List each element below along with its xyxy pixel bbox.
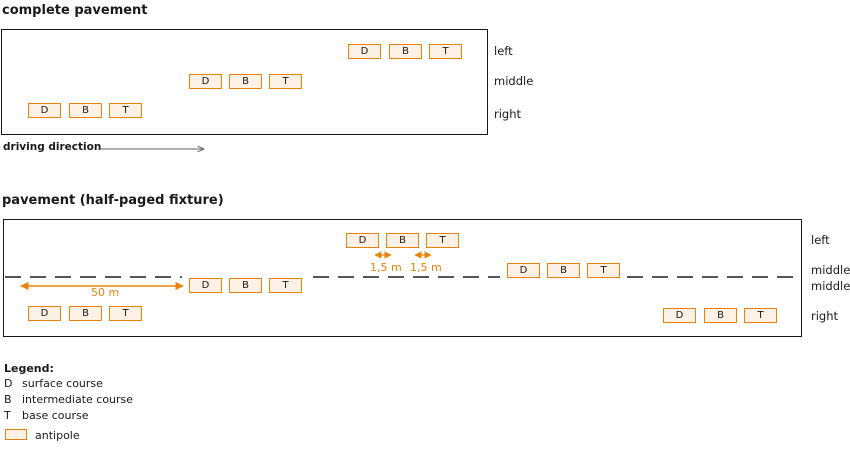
block-t: T xyxy=(269,278,302,293)
legend-key: B xyxy=(4,393,12,406)
lane-label-right: right xyxy=(494,107,522,121)
block-t: T xyxy=(109,306,142,321)
block-b: B xyxy=(386,233,419,248)
lane-label-left: left xyxy=(811,233,830,247)
legend-text: base course xyxy=(22,409,89,422)
block-d: D xyxy=(28,103,61,118)
diagram2-frame xyxy=(3,219,802,337)
block-b: B xyxy=(229,74,262,89)
block-t: T xyxy=(269,74,302,89)
dimension-label-1-5m: 1,5 m xyxy=(370,261,402,274)
lane-label-middle: middle xyxy=(811,263,850,277)
block-b: B xyxy=(229,278,262,293)
block-b: B xyxy=(389,44,422,59)
driving-direction-label: driving direction xyxy=(3,141,102,153)
block-t: T xyxy=(587,263,620,278)
legend-key: T xyxy=(4,409,11,422)
lane-label-middle: middle xyxy=(494,74,534,88)
legend-antipole-swatch xyxy=(5,429,27,440)
legend-text: surface course xyxy=(22,377,103,390)
block-d: D xyxy=(348,44,381,59)
block-d: D xyxy=(189,278,222,293)
block-d: D xyxy=(189,74,222,89)
block-t: T xyxy=(426,233,459,248)
dimension-label-1-5m: 1,5 m xyxy=(410,261,442,274)
lane-label-right: right xyxy=(811,309,839,323)
lane-label-left: left xyxy=(494,44,513,58)
block-t: T xyxy=(109,103,142,118)
diagram1-frame xyxy=(1,29,488,135)
diagram1-title: complete pavement xyxy=(2,3,148,18)
legend-key: D xyxy=(4,377,13,390)
block-b: B xyxy=(704,308,737,323)
block-d: D xyxy=(663,308,696,323)
block-b: B xyxy=(69,103,102,118)
block-b: B xyxy=(69,306,102,321)
block-t: T xyxy=(744,308,777,323)
block-b: B xyxy=(547,263,580,278)
block-d: D xyxy=(28,306,61,321)
block-d: D xyxy=(507,263,540,278)
legend-antipole-label: antipole xyxy=(35,429,80,442)
legend-title: Legend: xyxy=(4,362,54,375)
block-d: D xyxy=(346,233,379,248)
diagram2-title: pavement (half-paged fixture) xyxy=(2,193,224,208)
lane-label-middle: middle xyxy=(811,279,850,293)
block-t: T xyxy=(429,44,462,59)
legend-text: intermediate course xyxy=(22,393,134,406)
